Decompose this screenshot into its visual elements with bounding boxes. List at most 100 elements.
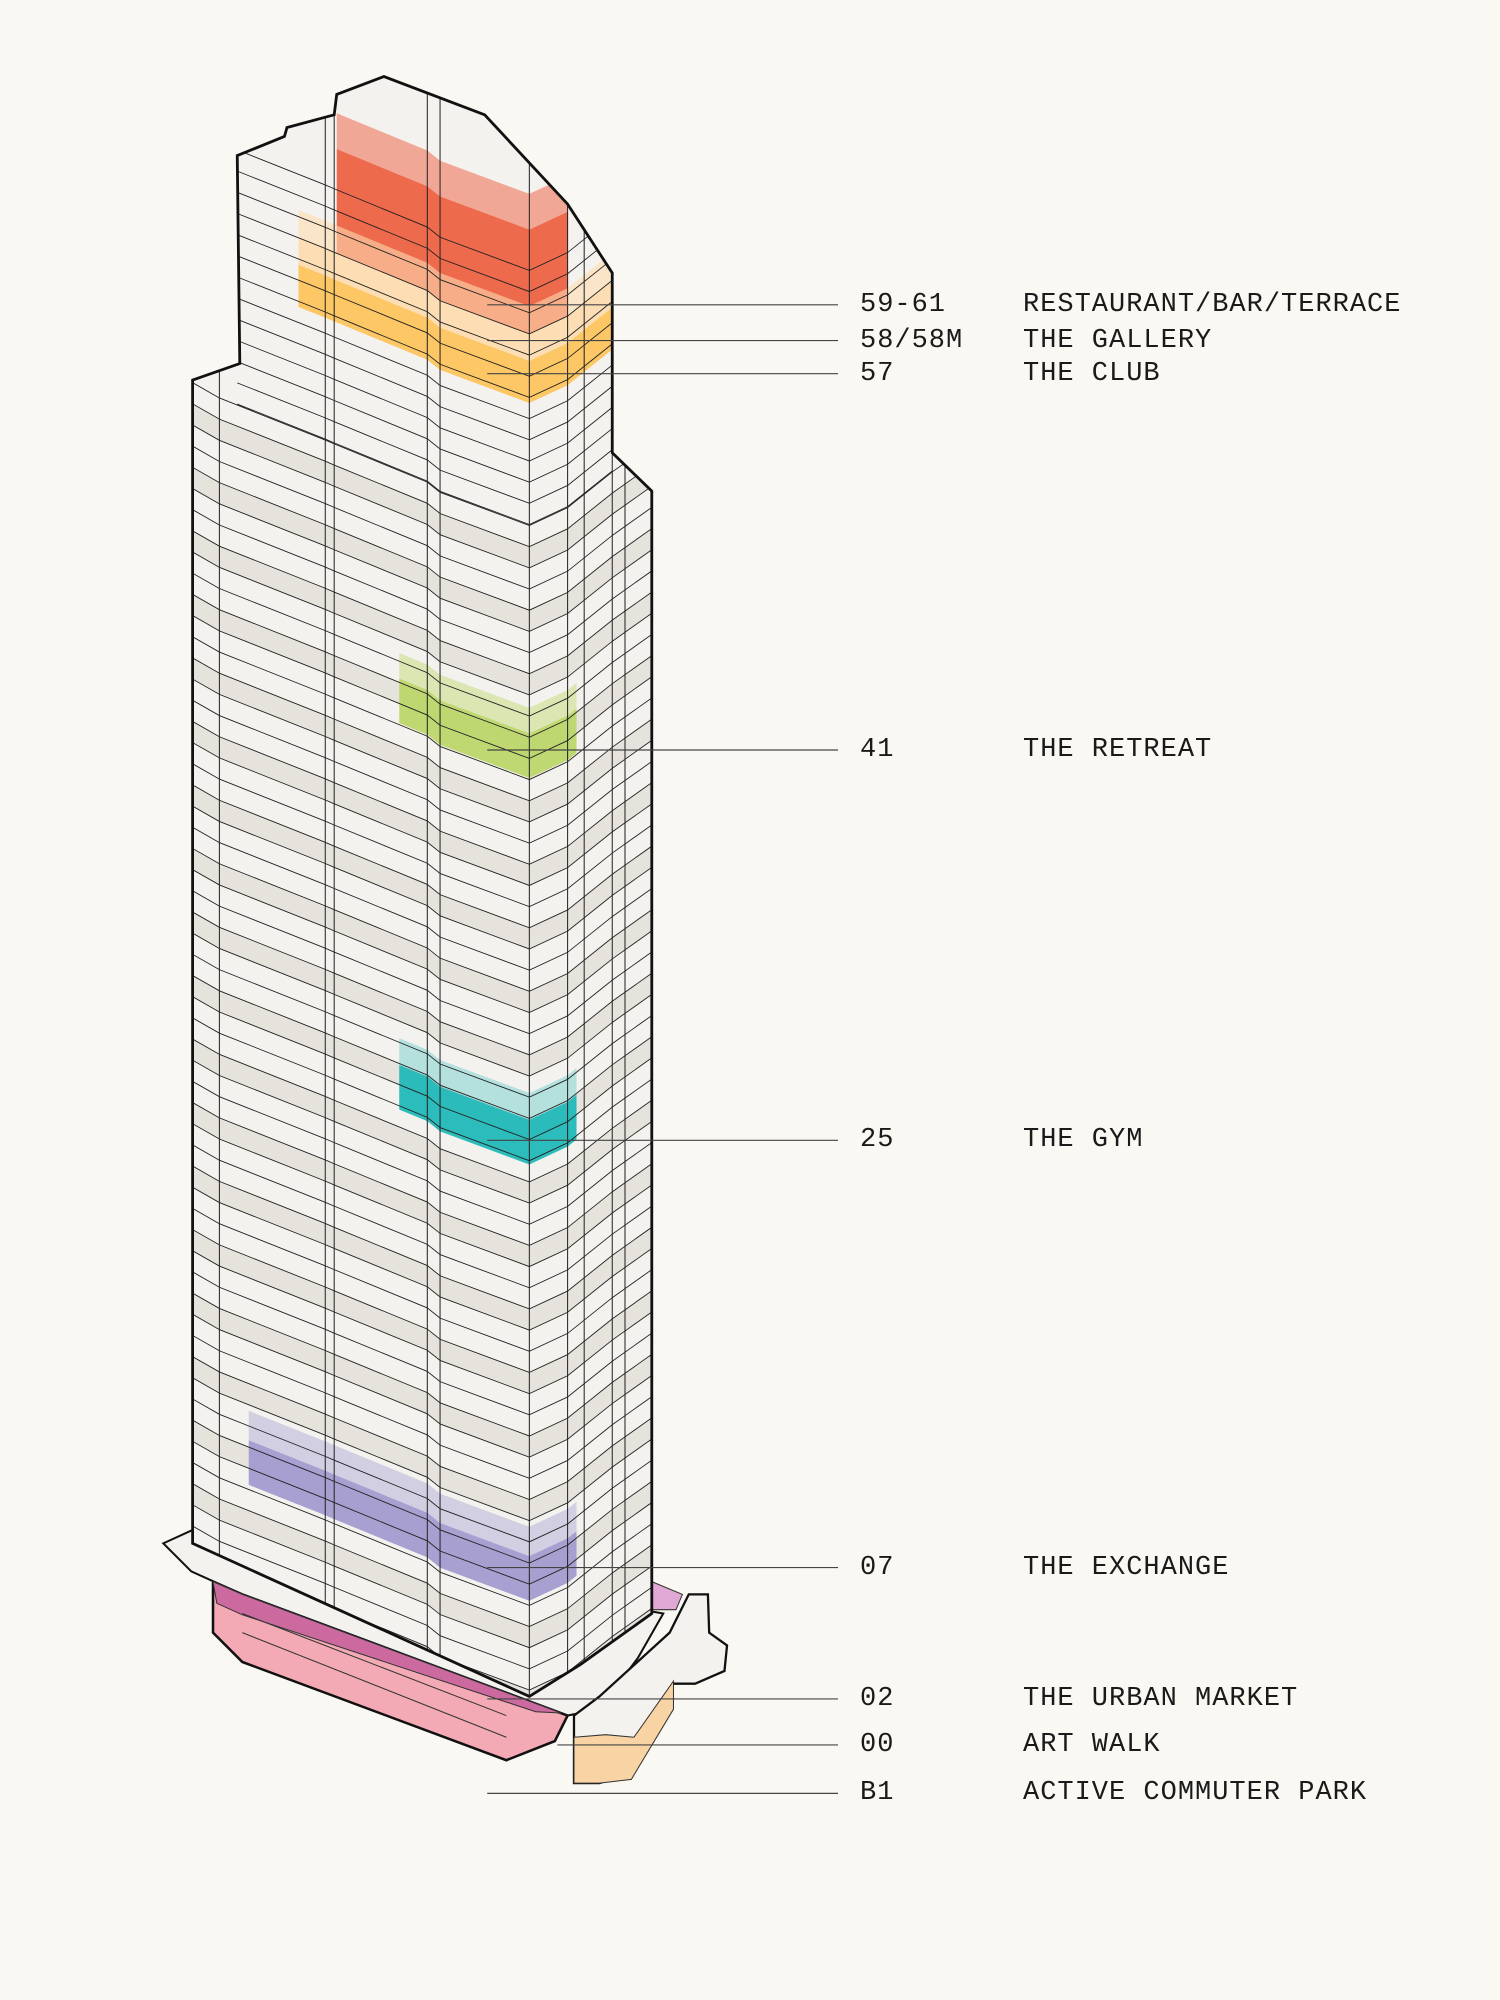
floor-line [192, 1377, 652, 1522]
floor-line [192, 1208, 652, 1352]
floor-line [237, 149, 613, 271]
floor-line [192, 445, 652, 590]
restaurant-top-face [336, 113, 568, 230]
retreat-band [399, 678, 577, 779]
floor-line [192, 1102, 652, 1246]
floor-line [237, 318, 613, 441]
floor-line [192, 488, 652, 632]
floor-line [192, 1504, 652, 1649]
level-number-gym: 25 [860, 1125, 895, 1155]
level-number-art-walk: 00 [860, 1730, 895, 1760]
exchange-top-face [248, 1410, 577, 1557]
floor-line [192, 1292, 652, 1437]
floor-line [237, 170, 613, 293]
tower-grid [192, 76, 652, 1697]
level-name-art-walk: ART WALK [1023, 1730, 1161, 1760]
floor-line [192, 805, 652, 950]
floor-line [192, 615, 652, 759]
floor-line [192, 1017, 652, 1162]
level-number-restaurant: 59-61 [860, 290, 947, 320]
floor-line [192, 742, 652, 886]
floor-line [192, 424, 652, 569]
floor-line [192, 932, 652, 1077]
floor-line [192, 636, 652, 781]
pink-accent [651, 1580, 684, 1611]
level-name-gym: THE GYM [1023, 1125, 1144, 1155]
level-number-exchange: 07 [860, 1553, 895, 1583]
level-name-urban-market: THE URBAN MARKET [1023, 1684, 1299, 1714]
floor-line [192, 1165, 652, 1310]
level-name-gallery: THE GALLERY [1023, 326, 1213, 356]
floor-line [192, 678, 652, 823]
floor-line [192, 1250, 652, 1395]
floor-line [237, 213, 613, 335]
floor-line [192, 1483, 652, 1628]
floor-line [237, 297, 613, 420]
floor-line [237, 382, 613, 504]
floor-line [192, 1419, 652, 1564]
floor-line [192, 869, 652, 1013]
floor-line [192, 1123, 652, 1268]
floor-line [237, 191, 613, 314]
level-number-club: 57 [860, 359, 895, 389]
floor-line [192, 1398, 652, 1543]
floor-line [192, 763, 652, 908]
level-name-restaurant: RESTAURANT/BAR/TERRACE [1023, 290, 1402, 320]
floor-line [192, 466, 652, 611]
floor-line [192, 1462, 652, 1606]
urban-market-floor-line [242, 1613, 507, 1717]
art-walk-block [573, 1679, 674, 1784]
floor-line [237, 403, 613, 525]
floor-line [192, 721, 652, 865]
floor-line [192, 1229, 652, 1373]
level-number-commuter-park: B1 [860, 1778, 895, 1808]
floor-line [192, 784, 652, 929]
tower-outline [191, 75, 654, 1699]
club-band [298, 264, 613, 404]
floor-line [237, 361, 613, 483]
level-name-retreat: THE RETREAT [1023, 735, 1213, 765]
floor-line [192, 403, 652, 548]
level-name-commuter-park: ACTIVE COMMUTER PARK [1023, 1778, 1368, 1808]
floor-line [192, 1356, 652, 1500]
urban-market-floor-line [242, 1632, 507, 1738]
floor-line [192, 890, 652, 1035]
level-number-retreat: 41 [860, 735, 895, 765]
floor-line [192, 1440, 652, 1585]
floor-line [192, 826, 652, 971]
retreat-top-face [399, 653, 577, 734]
floor-line [192, 953, 652, 1098]
floor-line [192, 1038, 652, 1183]
floor-line [192, 1525, 652, 1670]
floor-line [192, 509, 652, 654]
tower-body [191, 75, 654, 1699]
level-name-club: THE CLUB [1023, 359, 1161, 389]
floor-line [192, 1271, 652, 1416]
level-name-exchange: THE EXCHANGE [1023, 1553, 1230, 1583]
floor-line [192, 996, 652, 1141]
gym-band [399, 1064, 577, 1165]
floor-line [192, 1313, 652, 1458]
level-number-gallery: 58/58M [860, 326, 964, 356]
floor-line [192, 382, 652, 526]
floor-line [192, 657, 652, 802]
floor-line [237, 340, 613, 462]
floor-line [192, 848, 652, 992]
floor-line [192, 1144, 652, 1289]
floor-line [237, 276, 613, 398]
floor-line [192, 572, 652, 717]
floor-line [192, 1080, 652, 1225]
urban-market-top-band [212, 1580, 562, 1714]
level-number-urban-market: 02 [860, 1684, 895, 1714]
floor-line [192, 1186, 652, 1331]
floor-line [192, 551, 652, 696]
floor-line [192, 1335, 652, 1479]
floor-line [192, 911, 652, 1056]
floor-line [192, 1059, 652, 1204]
floor-line [192, 594, 652, 738]
gym-top-face [399, 1038, 577, 1120]
floor-line [237, 255, 613, 377]
floor-line [192, 530, 652, 675]
